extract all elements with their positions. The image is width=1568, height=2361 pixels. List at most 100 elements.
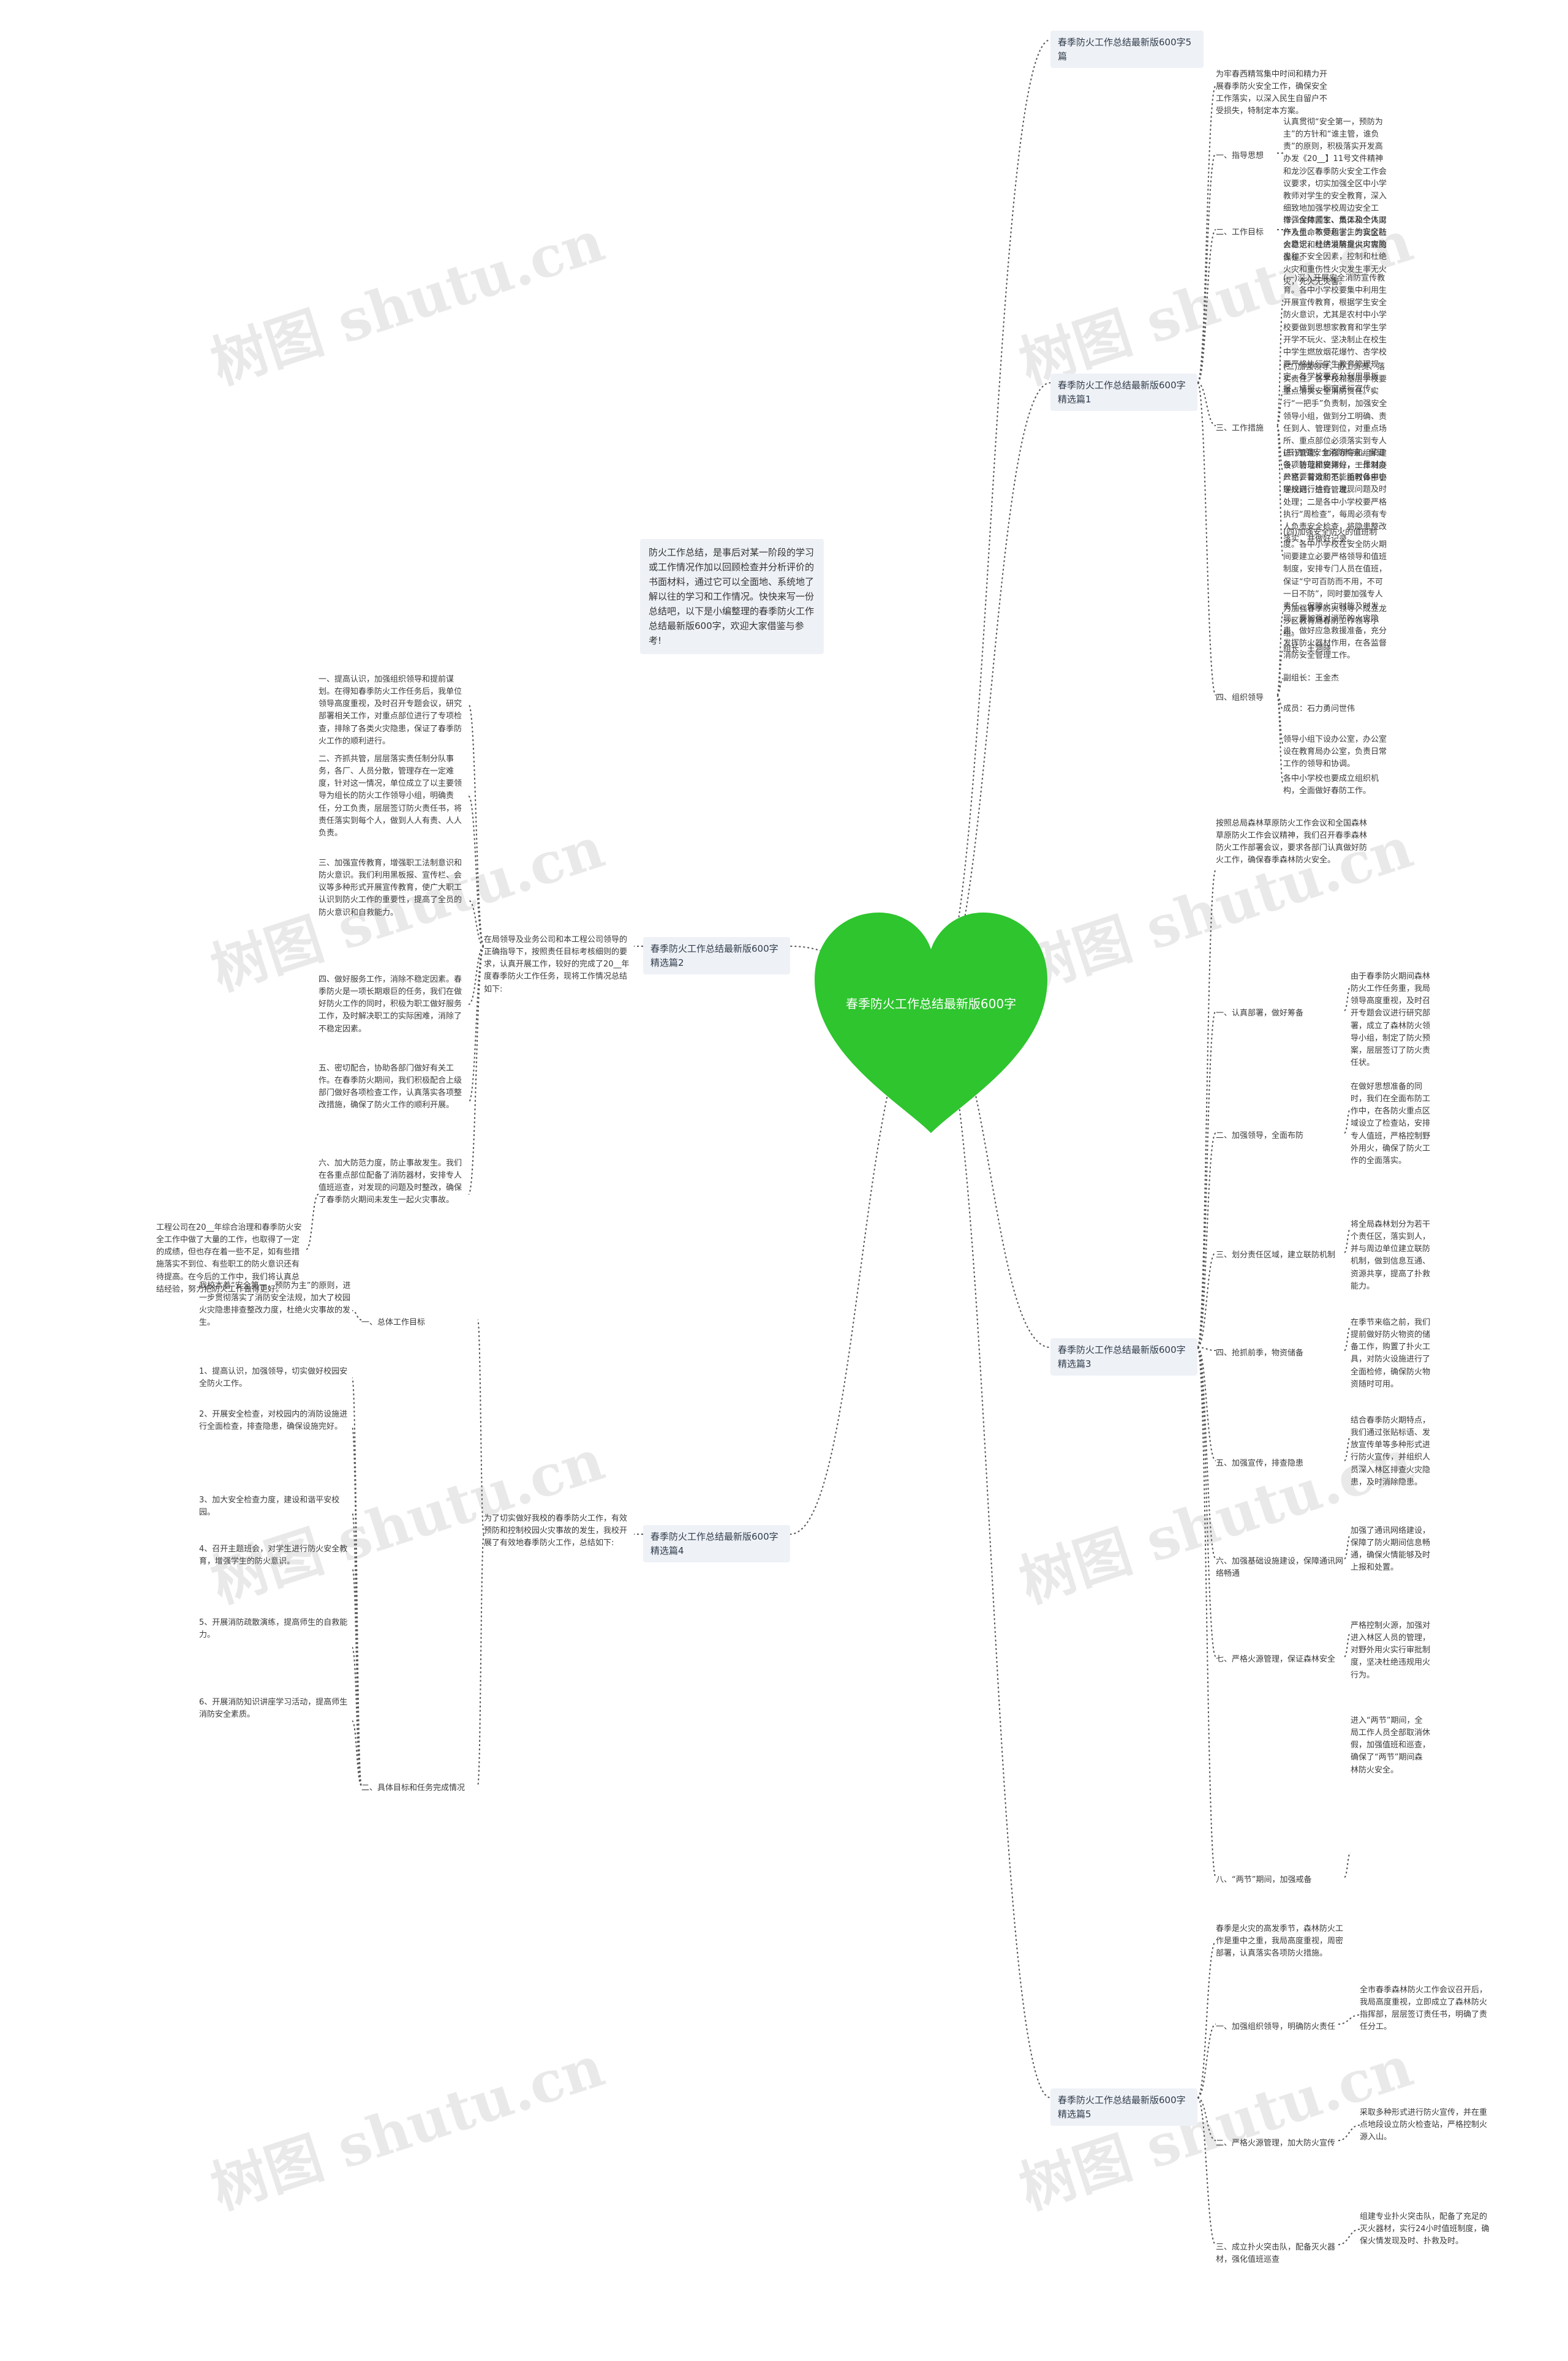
branch2-item: 六、加大防范力度，防止事故发生。我们在各重点部位配备了消防器材，安排专人值班巡查… xyxy=(318,1159,462,1205)
branch4-item: 4、召开主题班会，对学生进行防火安全教育，增强学生的防火意识。 xyxy=(199,1545,348,1567)
connector-line xyxy=(1197,153,1216,383)
connector-line xyxy=(930,39,1051,1005)
branch3-label: 三、划分责任区域，建立联防机制 xyxy=(1216,1251,1336,1260)
branch-topic-5[interactable]: 春季防火工作总结最新版600字精选篇5 xyxy=(1050,2088,1197,2126)
connector-line xyxy=(477,1319,484,1535)
connector-line xyxy=(1344,1436,1351,1461)
connector-line xyxy=(1344,1534,1351,1559)
connector-line xyxy=(477,1534,484,1786)
branch-topic-0[interactable]: 春季防火工作总结最新版600字5篇 xyxy=(1050,31,1204,68)
connector-line xyxy=(1344,1227,1351,1253)
connector-line xyxy=(1276,299,1284,426)
branch4-item: 5、开展消防疏散演练，提高师生的自救能力。 xyxy=(199,1618,348,1640)
connector-line xyxy=(1338,2229,1360,2245)
connector-line xyxy=(1197,1347,1216,1657)
branch4-label: 一、总体工作目标 xyxy=(361,1318,426,1327)
connector-line xyxy=(1344,985,1351,1011)
connector-line xyxy=(352,1567,362,1786)
connector-line xyxy=(1197,1347,1216,1461)
branch1-item: 成员：石力勇问世伟 xyxy=(1283,704,1355,714)
branch-topic-3[interactable]: 春季防火工作总结最新版600字精选篇3 xyxy=(1050,1338,1197,1376)
connector-line xyxy=(1197,2097,1216,2141)
intro-text: 防火工作总结，是事后对某一阶段的学习或工作情况作加以回顾检查并分析评价的书面材料… xyxy=(640,539,824,654)
connector-line xyxy=(1197,2024,1216,2098)
branch4-item: 2、开展安全检查，对校园内的消防设施进行全面检查，排查隐患，确保设施完好。 xyxy=(199,1410,348,1432)
branch1-label: 四、组织领导 xyxy=(1216,693,1264,702)
branch-topic-1[interactable]: 春季防火工作总结最新版600字精选篇1 xyxy=(1050,374,1197,411)
connector-line xyxy=(1276,678,1284,696)
branch3-text: 由于春季防火期间森林防火工作任务重，我局领导高度重视，及时召开专题会议进行研究部… xyxy=(1351,972,1431,1068)
branch4-lead: 为了切实做好我校的春季防火工作，有效预防和控制校园火灾事故的发生，我校开展了有效… xyxy=(484,1514,628,1548)
connector-line xyxy=(352,1426,362,1786)
connector-line xyxy=(1197,382,1216,696)
branch4-label: 二、具体目标和任务完成情况 xyxy=(361,1783,466,1793)
branch2-item: 五、密切配合，协助各部门做好有关工作。在春季防火期间，我们积极配合上级部门做好各… xyxy=(318,1064,462,1110)
branch1-item: (二)加强领导、协工负责、落实责任。各学校和基层学校要重点落实安全消防责任。实行… xyxy=(1283,363,1387,495)
branch3-text: 在季节来临之前，我们提前做好防火物资的储备工作，购置了扑火工具，对防火设施进行了… xyxy=(1351,1318,1431,1389)
connector-line xyxy=(468,946,484,1005)
branch3-text: 结合春季防火期特点，我们通过张贴标语、发放宣传单等多种形式进行防火宣传，并组织人… xyxy=(1351,1416,1431,1487)
connector-line xyxy=(468,900,484,947)
branch2-item: 三、加强宣传教育，增强职工法制意识和防火意识。我们利用黑板报、宣传栏、会议等多种… xyxy=(318,859,462,917)
branch1-text: 增强全体师生、员工及全体工作人员、教师和学生的安全防火意识，杜绝消防意火火灾隐患… xyxy=(1283,216,1387,287)
connector-line xyxy=(1344,1325,1351,1351)
connector-line xyxy=(468,704,484,947)
connector-line xyxy=(1197,382,1216,426)
connector-line xyxy=(1197,85,1216,383)
branch2-item: 一、提高认识，加强组织领导和提前谋划。在得知春季防火工作任务后，我单位领导高度重… xyxy=(318,675,462,746)
connector-line xyxy=(1344,1632,1351,1657)
branch1-item: 副组长：王金杰 xyxy=(1283,674,1340,683)
branch1-text: 认真贯彻“安全第一，预防为主”的方针和“谁主管，谁负责”的原则，积极落实开发高办… xyxy=(1283,118,1387,263)
branch3-text: 严格控制火源，加强对进入林区人员的管理，对野外用火实行审批制度，坚决杜绝违规用火… xyxy=(1351,1621,1431,1680)
branch5-text: 采取多种形式进行防火宣传，并在重点地段设立防火检查站，严格控制火源入山。 xyxy=(1360,2108,1488,2142)
branch5-label: 一、加强组织领导，明确防火责任 xyxy=(1216,2022,1336,2032)
center-title[interactable]: 春季防火工作总结最新版600字 xyxy=(845,996,1017,1011)
connector-line xyxy=(1338,2125,1360,2141)
branch1-label: 二、工作目标 xyxy=(1216,228,1264,237)
branch3-label: 五、加强宣传，排查隐患 xyxy=(1216,1459,1304,1468)
branch1-item: (一)深入开展安全消防宣传教育。各中小学校要集中利用生开展宣传教育，根据学生安全… xyxy=(1283,274,1387,394)
branch1-item: 各中小学校也要成立组织机构，全面做好春防工作。 xyxy=(1283,774,1379,796)
connector-line xyxy=(1197,1347,1216,1351)
branch5-text: 全市春季森林防火工作会议召开后，我局高度重视，立即成立了森林防火指挥部，层层签订… xyxy=(1360,1986,1488,2032)
branch1-label: 一、指导思想 xyxy=(1216,151,1264,160)
branch3-label: 一、认真部署，做好筹备 xyxy=(1216,1009,1304,1018)
branch5-lead: 春季是火灾的高发季节，森林防火工作是重中之重，我局高度重视，周密部署，认真落实各… xyxy=(1216,1924,1344,1959)
connector-line xyxy=(1344,1852,1351,1878)
branch1-item: (四)加强安全防火的值班制度。各中小学校在安全防火期间要建立必要严格领导和值班制… xyxy=(1283,528,1387,661)
branch3-text: 进入“两节”期间，全局工作人员全部取消休假，加强值班和巡查，确保了“两节”期间森… xyxy=(1351,1716,1431,1775)
connector-line xyxy=(1197,1941,1216,2098)
branch1-item: 为加强春季防火领导，成立龙沙区教育局春防工作领导小组。 xyxy=(1283,604,1387,639)
connector-line xyxy=(1344,1108,1351,1134)
branch2-lead: 在局领导及业务公司和本工程公司领导的正确指导下，按照责任目标考核细则的要求，认真… xyxy=(484,935,630,994)
branch3-label: 七、严格火源管理，保证森林安全 xyxy=(1216,1655,1336,1664)
connector-line xyxy=(306,1194,319,1250)
branch1-label: 三、工作措施 xyxy=(1216,424,1264,433)
branch1-item: 组长：王洞晓 xyxy=(1283,644,1332,653)
branch4-item: 1、提高认识，加强领导，切实做好校园安全防火工作。 xyxy=(199,1367,348,1389)
connector-line xyxy=(1276,391,1284,426)
connector-line xyxy=(352,1647,362,1786)
branch3-label: 四、抢抓前季，物资储备 xyxy=(1216,1349,1304,1358)
connector-line xyxy=(1197,2097,1216,2245)
connector-line xyxy=(1276,612,1284,696)
branch4-item: 3、加大安全检查力度，建设和谐平安校园。 xyxy=(199,1496,340,1518)
branch3-text: 加强了通讯网络建设，保障了防火期间信息畅通，确保火情能够及时上报和处置。 xyxy=(1351,1526,1431,1573)
branch2-item: 四、做好服务工作，消除不稳定因素。春季防火是一项长期艰巨的任务，我们在做好防火工… xyxy=(318,975,462,1034)
branch3-label: 六、加强基础设施建设，保障通讯网络畅通 xyxy=(1216,1557,1344,1579)
connector-line xyxy=(930,382,1051,1005)
branch-topic-4[interactable]: 春季防火工作总结最新版600字精选篇4 xyxy=(643,1525,790,1562)
connector-line xyxy=(1276,425,1284,472)
connector-line xyxy=(468,796,484,947)
branch3-label: 八、“两节”期间，加强戒备 xyxy=(1216,1875,1312,1885)
branch4-item: 6、开展消防知识讲座学习活动，提高师生消防安全素质。 xyxy=(199,1698,348,1720)
connector-line xyxy=(1338,2014,1360,2025)
connector-line xyxy=(1197,1252,1216,1348)
connector-line xyxy=(1197,1132,1216,1348)
branch-topic-2[interactable]: 春季防火工作总结最新版600字精选篇2 xyxy=(643,937,790,974)
connector-line xyxy=(1197,229,1216,383)
connector-line xyxy=(468,946,484,1103)
branch1-lead: 为牢春西精驾集中时间和精力开展春季防火安全工作，确保安全工作落实，以深入民生自留… xyxy=(1216,70,1328,116)
connector-line xyxy=(1197,869,1216,1348)
branch3-lead: 按照总局森林草原防火工作会议和全国森林草原防火工作会议精神，我们召开春季森林防火… xyxy=(1216,819,1368,865)
